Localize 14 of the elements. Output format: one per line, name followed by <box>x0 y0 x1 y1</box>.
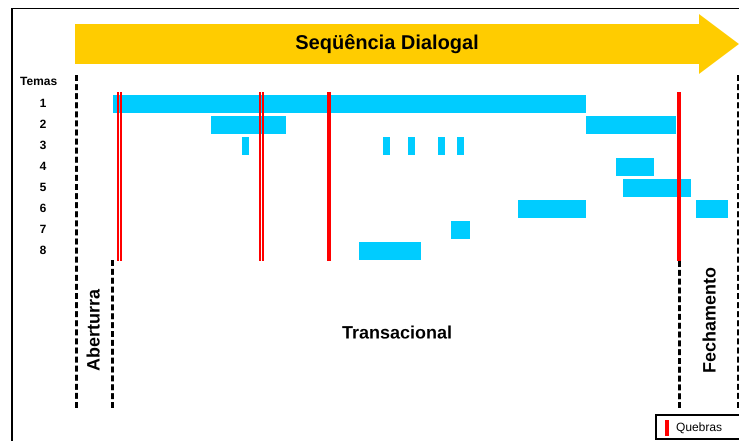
phase-label: Fechamento <box>700 266 720 374</box>
banner-title: Seqüência Dialogal <box>294 32 480 54</box>
row-number: 3 <box>38 138 48 152</box>
row-number: 6 <box>38 201 48 215</box>
row-number: 2 <box>38 117 48 131</box>
phase-label: Aberturra <box>84 288 104 372</box>
row-number: 7 <box>38 222 48 236</box>
legend-label: Quebras <box>676 420 722 434</box>
row-number: 5 <box>38 180 48 194</box>
row-number: 8 <box>38 243 48 257</box>
phase-label: Transacional <box>342 322 452 344</box>
row-number: 4 <box>38 159 48 173</box>
axis-title: Temas <box>20 74 58 88</box>
row-number: 1 <box>38 96 48 110</box>
